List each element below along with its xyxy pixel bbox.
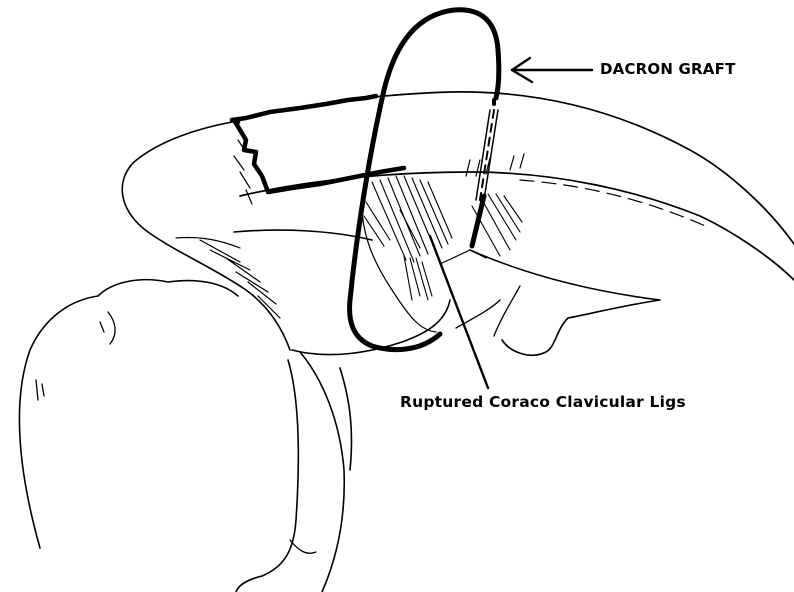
humeral-head xyxy=(19,280,344,592)
graft-arrow xyxy=(512,58,592,82)
acromion xyxy=(122,122,450,355)
dacron-graft-label: DACRON GRAFT xyxy=(600,60,736,78)
ruptured-ligaments-label: Ruptured Coraco Clavicular Ligs xyxy=(400,393,686,411)
ruptured-ligaments xyxy=(362,154,524,336)
ligament-leader-line xyxy=(430,236,488,388)
dacron-graft-loop xyxy=(350,10,499,350)
